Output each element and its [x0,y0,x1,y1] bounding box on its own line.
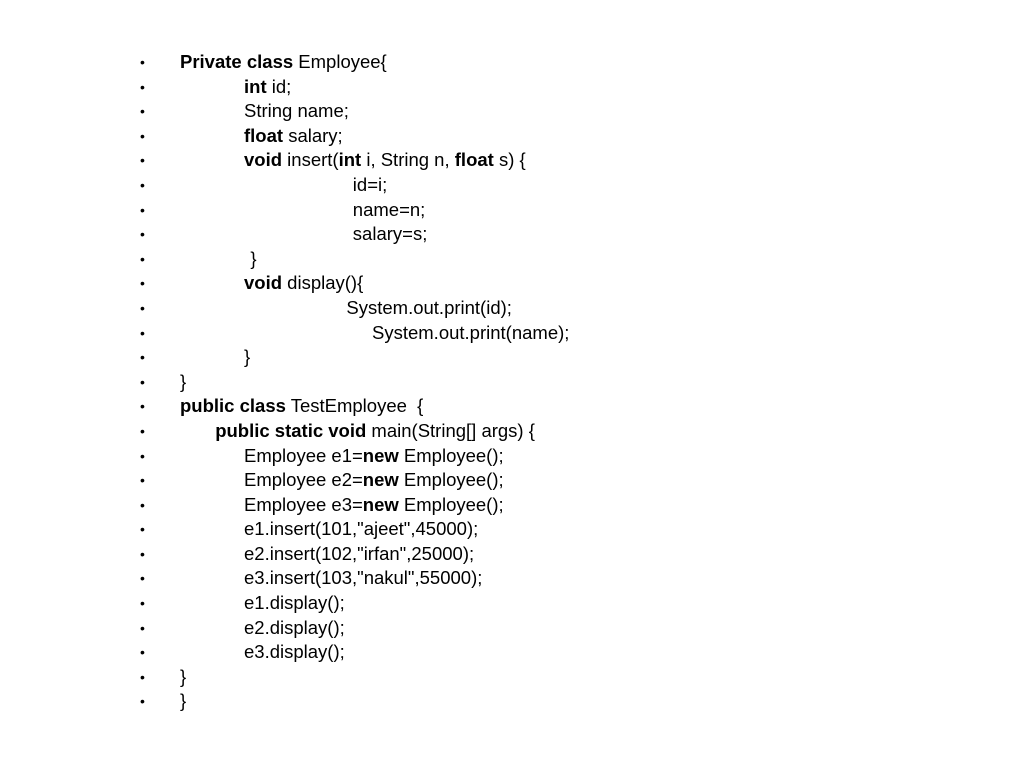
bullet-icon: • [140,250,145,267]
code-text: e1.display(); [244,592,345,614]
bullet-icon: • [140,275,145,292]
code-line-text: Employee e2=new Employee(); [244,468,504,493]
code-text: System.out.print(id); [346,296,512,318]
bullet-icon: • [140,324,145,341]
code-text: System.out.print(name); [372,321,570,343]
code-line-text: public class TestEmployee { [180,394,423,419]
code-line-text: name=n; [353,198,426,223]
bullet-icon: • [140,570,145,587]
code-text: String name; [244,100,349,122]
code-text: e2.insert(102,"irfan",25000); [244,542,475,564]
bullet-icon: • [140,349,145,366]
code-line-text: id=i; [353,173,387,198]
code-text: e3.insert(103,"nakul",55000); [244,567,483,589]
code-line-text: } [180,665,186,690]
keyword-text: void [244,149,283,171]
code-text: display(){ [282,272,364,294]
code-text: Employee(); [398,469,504,491]
code-line-text: } [180,370,186,395]
keyword-text: Private class [180,51,294,72]
bullet-icon: • [140,54,145,70]
bullet-icon: • [140,521,145,538]
code-text: Employee e2= [244,469,363,491]
bullet-icon: • [140,644,145,661]
bullet-icon: • [140,176,145,193]
bullet-icon: • [140,619,145,636]
code-text: main(String[] args) { [366,419,535,441]
code-text: Employee(); [398,493,504,515]
code-line-text: int id; [244,75,291,100]
code-line-text: void insert(int i, String n, float s) { [244,148,526,173]
bullet-icon: • [140,201,145,218]
bullet-icon: • [140,78,145,95]
code-line-text: } [244,345,250,370]
keyword-text: int [338,149,362,171]
bullet-icon: • [140,152,145,169]
code-text: Employee e1= [244,444,363,466]
bullet-icon: • [140,545,145,562]
bullet-icon: • [140,398,145,415]
code-line-text: public static void main(String[] args) { [215,419,535,444]
keyword-text: float [244,124,284,146]
bullet-icon: • [140,422,145,439]
code-text: e2.display(); [244,616,345,638]
code-text: } [250,247,257,269]
bullet-icon: • [140,595,145,612]
code-text: salary=s; [352,223,428,245]
code-text: i, String n, [361,149,455,171]
keyword-text: new [362,469,399,491]
code-text: Employee e3= [244,493,363,515]
code-text: } [180,665,187,687]
keyword-text: new [362,493,399,515]
bullet-icon: • [140,668,145,685]
code-text: e3.display(); [244,641,345,663]
code-line-text: Employee e3=new Employee(); [244,493,504,518]
bullet-icon: • [140,693,145,710]
code-line-text: float salary; [244,124,343,149]
code-text: } [180,370,187,392]
keyword-text: int [244,75,267,97]
code-line-text: } [250,247,256,272]
keyword-text: public static void [215,419,367,441]
code-text: s) { [493,149,526,171]
code-line-text: Employee e1=new Employee(); [244,444,504,469]
bullet-icon: • [140,299,145,316]
bullet-icon: • [140,226,145,243]
code-line-text: void display(){ [244,271,363,296]
code-line-text: String name; [244,99,349,124]
code-line-text: e3.display(); [244,640,345,665]
code-text: id=i; [352,173,388,195]
bullet-icon: • [140,447,145,464]
code-line-text: e3.insert(103,"nakul",55000); [244,566,482,591]
code-line-text: System.out.print(id); [346,296,512,321]
code-text: e1.insert(101,"ajeet",45000); [244,518,479,540]
code-text: TestEmployee { [285,395,424,417]
code-text: id; [266,75,292,97]
keyword-text: float [454,149,494,171]
bullet-icon: • [140,472,145,489]
code-line-text: e2.display(); [244,616,345,641]
code-text: salary; [283,124,343,146]
code-line-text: salary=s; [353,222,428,247]
code-line-text: } [180,689,186,714]
code-text: Employee{ [293,51,387,72]
code-text: name=n; [352,198,426,220]
code-line-text: e1.insert(101,"ajeet",45000); [244,517,478,542]
keyword-text: new [362,444,399,466]
keyword-text: public class [180,395,286,417]
bullet-icon: • [140,373,145,390]
code-line-text: System.out.print(name); [372,321,569,346]
code-text: } [244,346,251,368]
code-line-text: e2.insert(102,"irfan",25000); [244,542,474,567]
keyword-text: void [244,272,283,294]
code-line-text: Private class Employee{ [180,50,387,75]
bullet-icon: • [140,127,145,144]
bullet-icon: • [140,103,145,120]
code-text: Employee(); [398,444,504,466]
code-line-text: e1.display(); [244,591,345,616]
code-text: insert( [282,149,339,171]
bullet-icon: • [140,496,145,513]
code-text: } [180,690,187,712]
